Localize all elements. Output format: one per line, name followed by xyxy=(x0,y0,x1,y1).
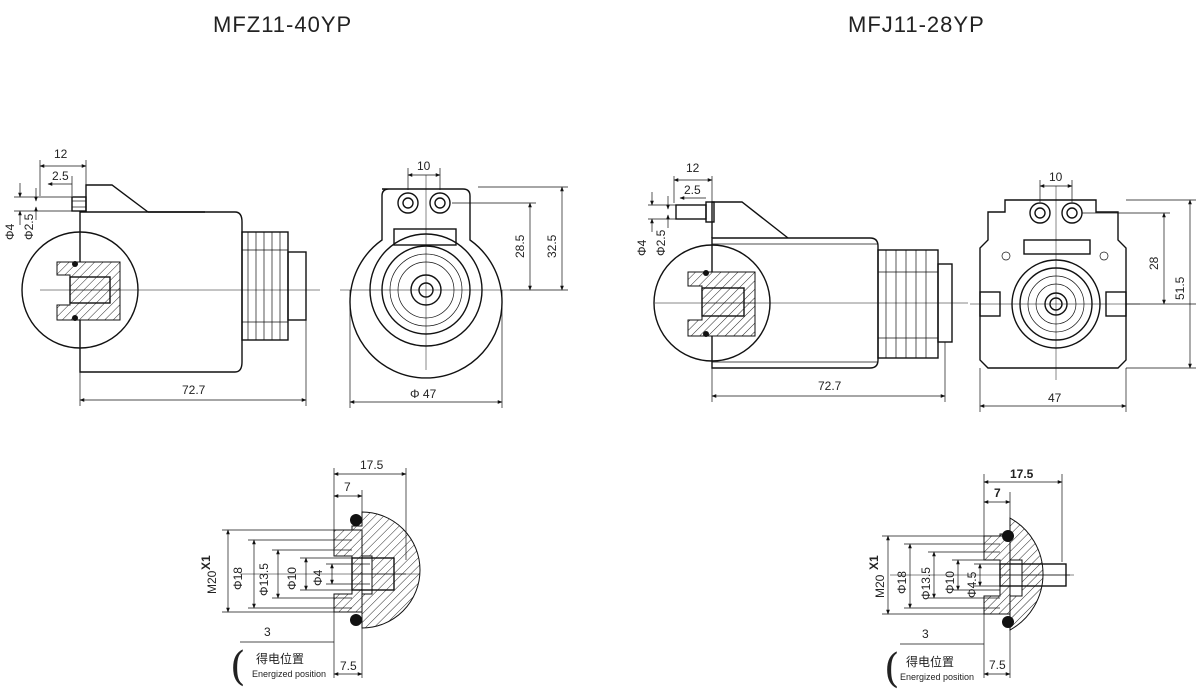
right-side-dim-phi4: Φ4 xyxy=(635,239,649,256)
right-front-dim-10: 10 xyxy=(1049,170,1063,184)
left-side-dim-12: 12 xyxy=(54,147,68,161)
right-detail-note-en: Energized position xyxy=(900,672,974,682)
left-side-dim-2-5: 2.5 xyxy=(52,169,69,183)
right-model-title: MFJ11-28YP xyxy=(848,12,985,37)
left-front-view: 10 28.5 32.5 Φ 47 xyxy=(340,159,568,408)
left-side-view: 12 2.5 Φ4 Φ2.5 72.7 xyxy=(3,147,320,406)
left-detail-dim-m20: M20 xyxy=(205,570,219,594)
right-detail-dim-phi13-5: Φ13.5 xyxy=(919,567,933,600)
right-detail-view: 17.5 7 M20 X1 Φ18 Φ13.5 Φ10 Φ4.5 3 7.5 (… xyxy=(867,467,1074,692)
right-detail-dim-phi18: Φ18 xyxy=(895,571,909,594)
right-detail-dim-x1: X1 xyxy=(867,555,881,570)
right-side-dim-phi2-5: Φ2.5 xyxy=(654,229,668,256)
right-side-view: 12 2.5 Φ4 Φ2.5 72.7 xyxy=(635,161,968,402)
left-front-dim-10: 10 xyxy=(417,159,431,173)
left-detail-note-cn: 得电位置 xyxy=(256,651,304,666)
left-detail-dim-7-5: 7.5 xyxy=(340,659,357,673)
right-detail-dim-phi10: Φ10 xyxy=(943,571,957,594)
right-side-dim-length: 72.7 xyxy=(818,379,842,393)
left-side-dim-length: 72.7 xyxy=(182,383,206,397)
left-front-dim-28-5: 28.5 xyxy=(513,234,527,258)
right-front-dim-47: 47 xyxy=(1048,391,1062,405)
left-front-dim-diameter: Φ 47 xyxy=(410,387,437,401)
left-detail-view: 17.5 7 M20 X1 Φ18 Φ13.5 Φ10 Φ4 3 7.5 ( 得… xyxy=(199,458,421,690)
left-detail-dim-phi10: Φ10 xyxy=(285,567,299,590)
right-front-view: 10 28 51.5 47 xyxy=(970,170,1196,412)
left-detail-dim-7: 7 xyxy=(344,480,351,494)
right-side-dim-2-5: 2.5 xyxy=(684,183,701,197)
left-detail-dim-phi4: Φ4 xyxy=(311,569,325,586)
right-detail-note-cn: 得电位置 xyxy=(906,654,954,669)
left-detail-dim-x1: X1 xyxy=(199,555,213,570)
left-detail-dim-phi18: Φ18 xyxy=(231,567,245,590)
left-detail-dim-phi13-5: Φ13.5 xyxy=(257,563,271,596)
right-detail-dim-phi4-5: Φ4.5 xyxy=(965,571,979,598)
left-detail-note-en: Energized position xyxy=(252,669,326,679)
right-detail-dim-7: 7 xyxy=(994,486,1001,500)
right-detail-dim-17-5: 17.5 xyxy=(1010,467,1034,481)
left-side-dim-phi4: Φ4 xyxy=(3,223,17,240)
left-model-title: MFZ11-40YP xyxy=(213,12,352,37)
right-side-dim-12: 12 xyxy=(686,161,700,175)
right-detail-dim-7-5: 7.5 xyxy=(989,658,1006,672)
right-detail-paren: ( xyxy=(884,646,900,692)
right-detail-dim-3: 3 xyxy=(922,627,929,641)
right-front-dim-51-5: 51.5 xyxy=(1173,276,1187,300)
left-detail-paren: ( xyxy=(230,644,246,690)
left-side-dim-phi2-5: Φ2.5 xyxy=(22,213,36,240)
left-detail-dim-3: 3 xyxy=(264,625,271,639)
left-front-dim-32-5: 32.5 xyxy=(545,234,559,258)
right-front-dim-28: 28 xyxy=(1147,256,1161,270)
left-detail-dim-17-5: 17.5 xyxy=(360,458,384,472)
right-detail-dim-m20: M20 xyxy=(873,574,887,598)
